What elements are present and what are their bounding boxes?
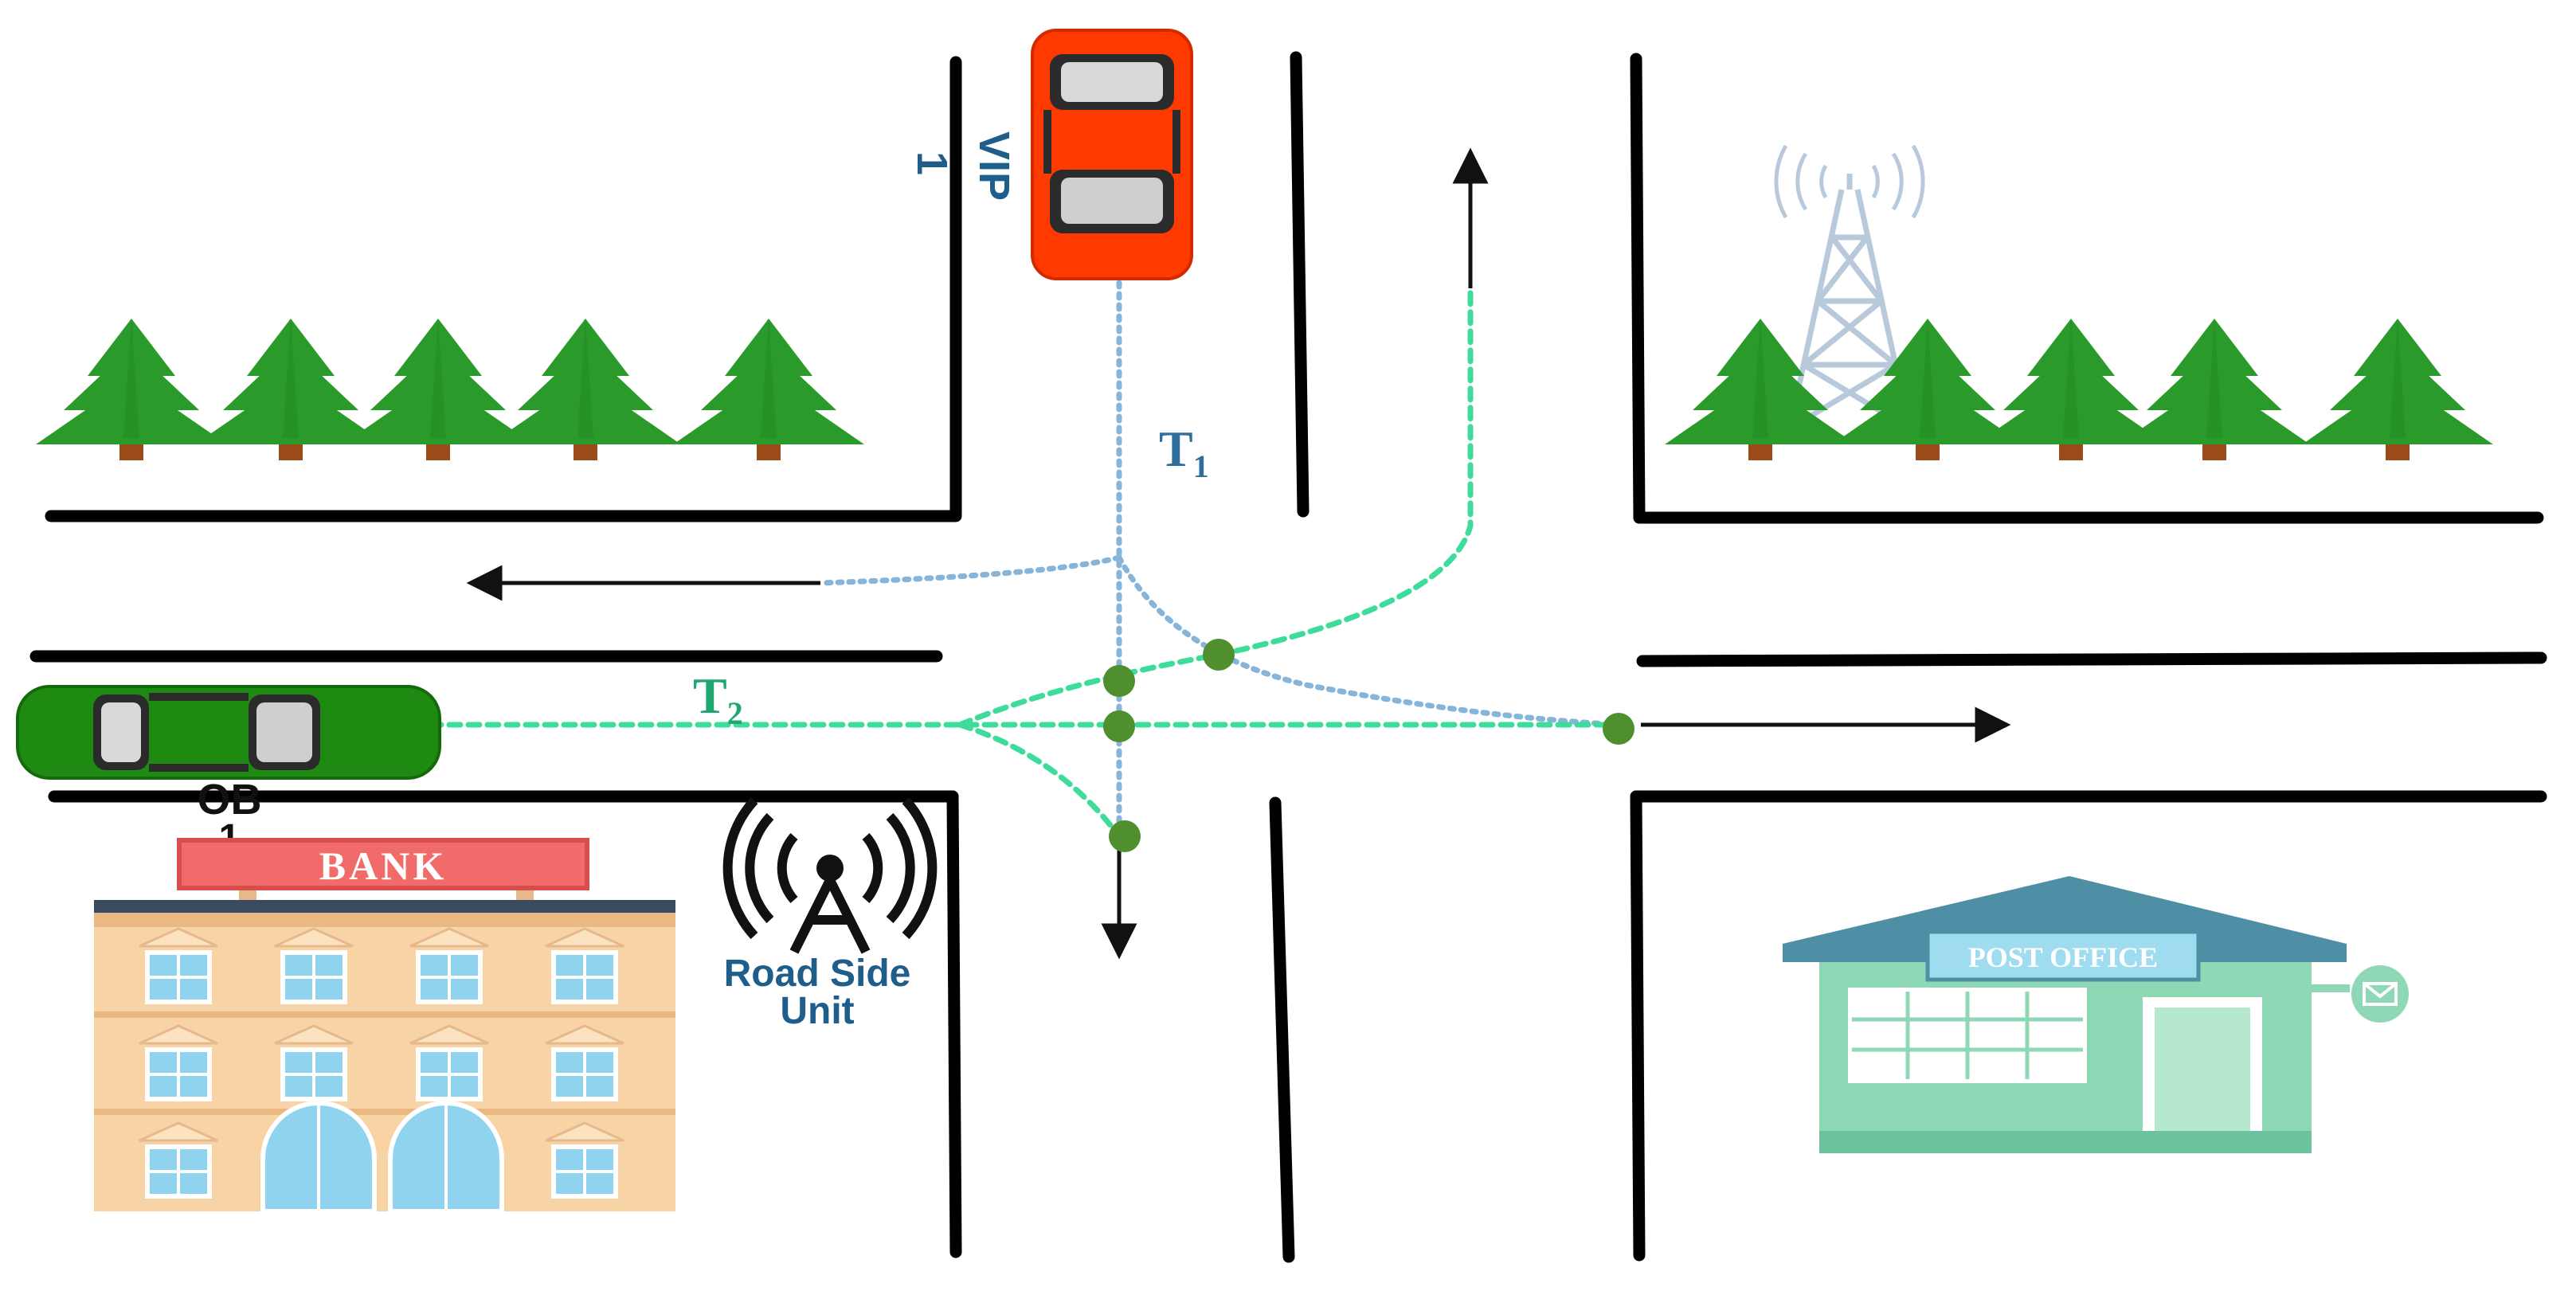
road-center-south xyxy=(1269,796,1295,1263)
pine-tree-icon xyxy=(2302,319,2493,460)
pine-tree-icon xyxy=(673,319,864,460)
post-office-icon: POST OFFICE xyxy=(1783,876,2350,1153)
vip-tag: VIP xyxy=(970,131,1018,201)
tree-row-left xyxy=(36,319,864,460)
rsu-label-line1: Road Side xyxy=(724,953,911,995)
ob-path-turn-right xyxy=(957,722,1122,839)
conflict-point xyxy=(1103,665,1135,697)
road-edge-se-vertical xyxy=(1630,790,1646,1262)
pine-tree-icon xyxy=(490,319,681,460)
road-center-north xyxy=(1290,51,1310,518)
vip-number: 1 xyxy=(908,151,956,175)
rsu-label-line2: Unit xyxy=(780,990,854,1032)
conflict-point xyxy=(1603,713,1634,745)
conflict-point xyxy=(1109,820,1141,852)
bank-building-icon: BANK xyxy=(94,838,675,1214)
red-car-icon xyxy=(1031,29,1193,280)
post-office-sign: POST OFFICE xyxy=(1968,941,2158,973)
road-edges xyxy=(29,51,2547,1263)
tree-row-right xyxy=(1665,319,2493,460)
road-center-east xyxy=(1636,651,2547,667)
pine-tree-icon xyxy=(36,319,227,460)
envelope-icon xyxy=(2351,965,2409,1023)
road-edge-ne-vertical xyxy=(1630,53,1646,524)
direction-arrows xyxy=(466,147,2011,960)
ob-tag: OB xyxy=(198,776,262,824)
conflict-points xyxy=(1103,639,1634,852)
t2-label: T2 xyxy=(693,667,743,731)
vip-trajectory xyxy=(817,280,1624,839)
green-car-icon xyxy=(16,685,441,780)
pine-tree-icon xyxy=(2119,319,2310,460)
bank-sign: BANK xyxy=(319,843,447,888)
vip-path-left xyxy=(817,554,1122,586)
radio-tower-icon xyxy=(722,796,938,954)
t1-label: T1 xyxy=(1159,421,1209,484)
pine-tree-icon xyxy=(1665,319,1856,460)
conflict-point xyxy=(1103,710,1135,742)
vip-path-right xyxy=(1116,554,1624,728)
road-edge-sw-vertical xyxy=(946,790,962,1258)
conflict-point xyxy=(1203,639,1235,671)
